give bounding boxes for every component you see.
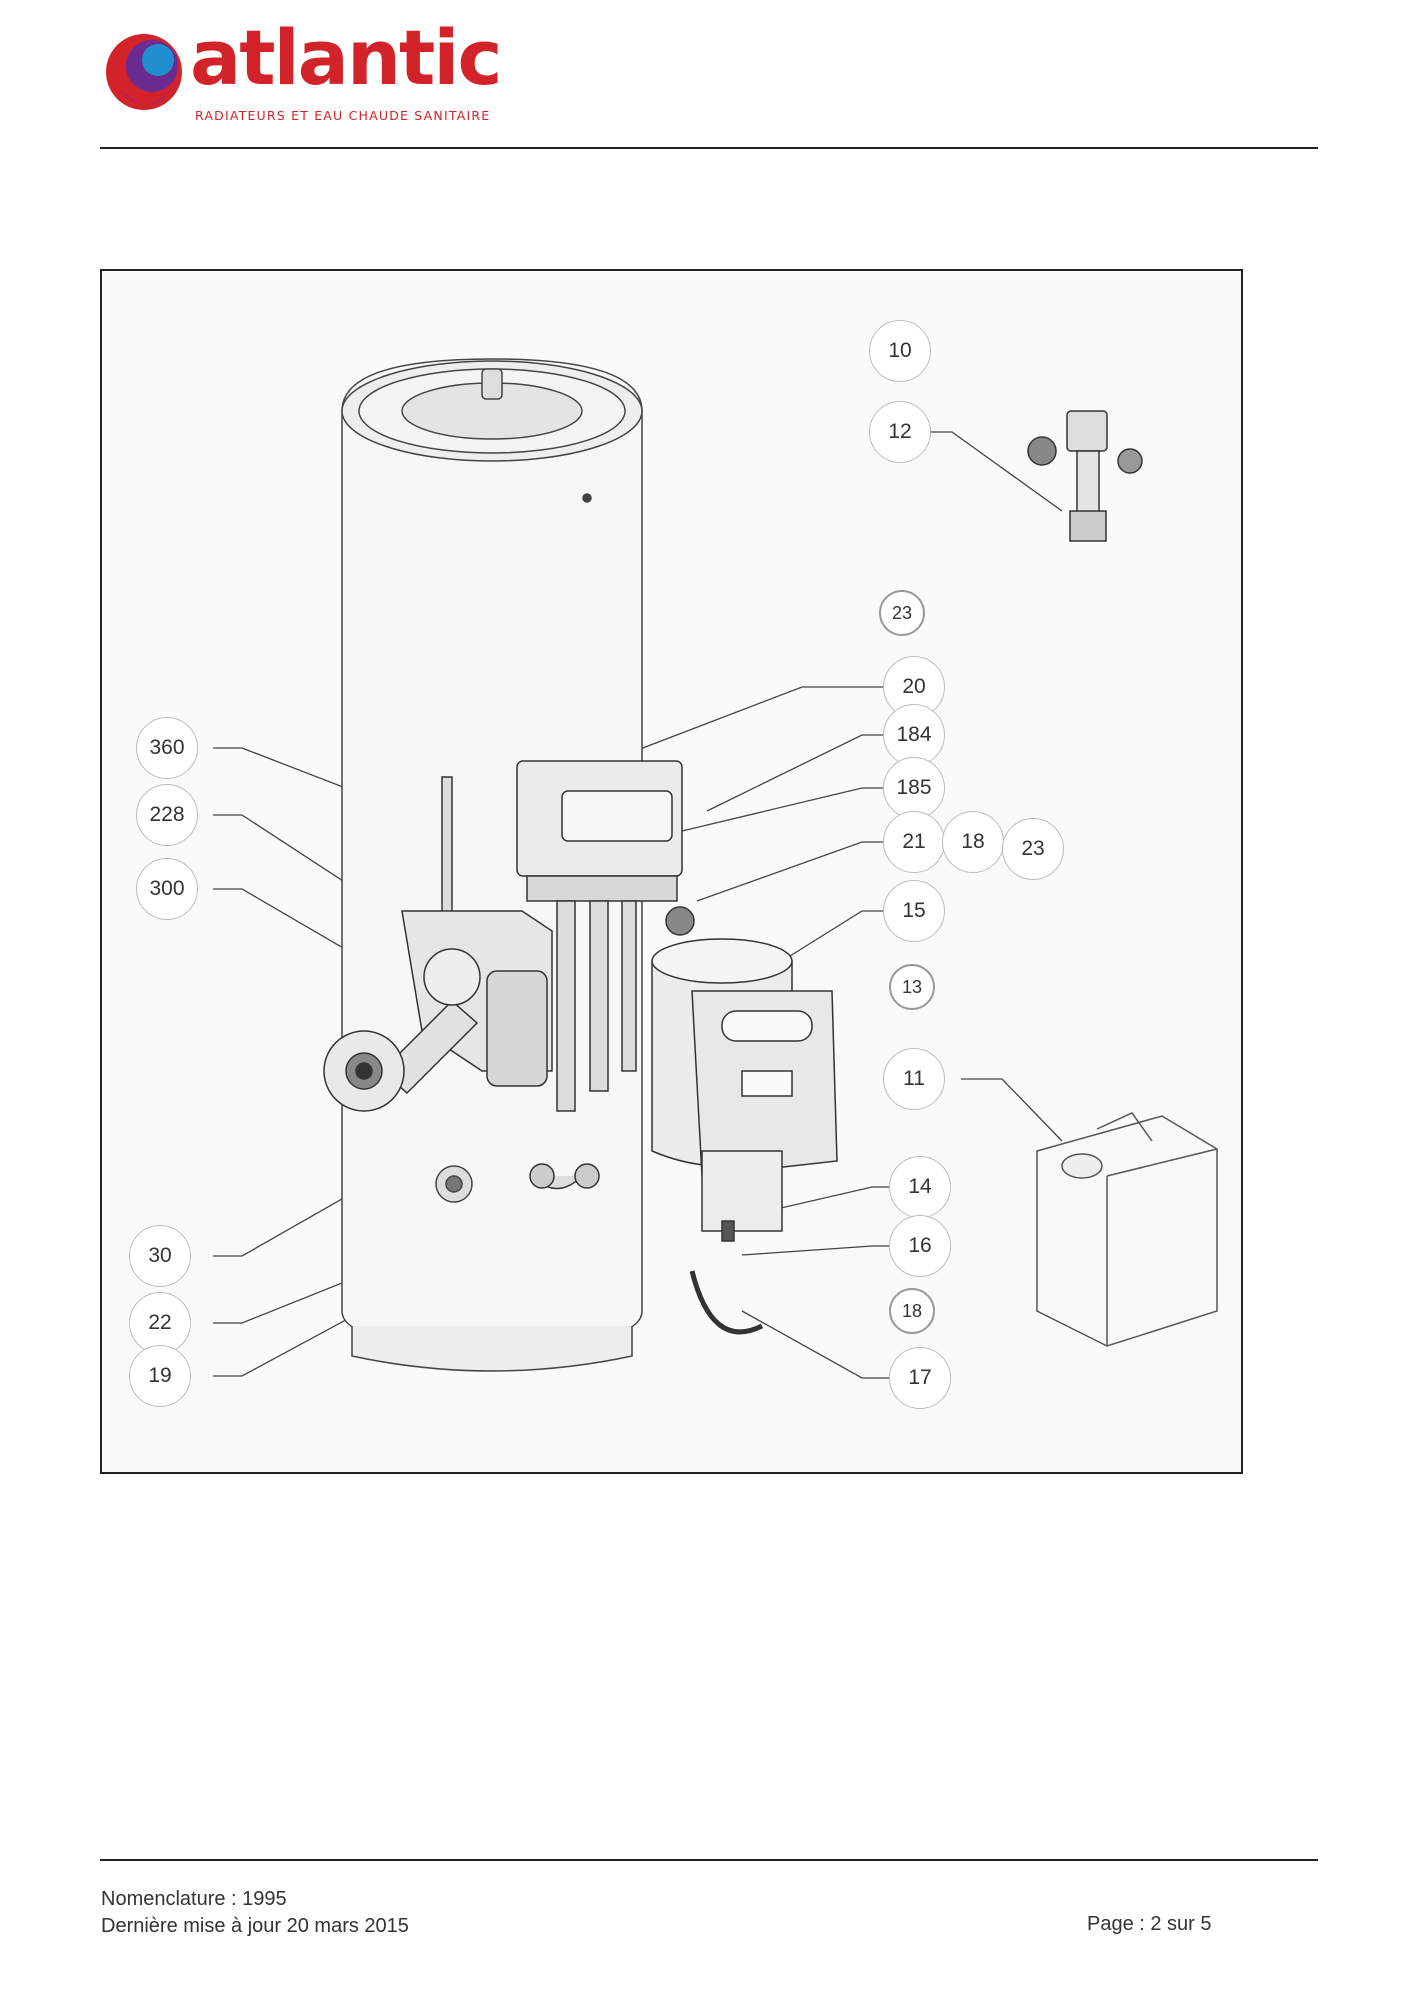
brand-name: atlantic [190, 13, 502, 102]
callout-185: 185 [883, 757, 945, 819]
logo-mark-icon [106, 34, 182, 110]
callout-22: 22 [129, 1292, 191, 1354]
callout-12: 12 [869, 401, 931, 463]
callout-18-upper: 18 [942, 811, 1004, 873]
callout-17: 17 [889, 1347, 951, 1409]
callout-13: 13 [889, 964, 935, 1010]
callout-21: 21 [883, 811, 945, 873]
callout-184: 184 [883, 704, 945, 766]
water-heater-drawing [213, 358, 1218, 1379]
callout-16: 16 [889, 1215, 951, 1277]
page-header: atlantic RADIATEURS ET EAU CHAUDE SANITA… [0, 0, 1410, 150]
last-update-text: Dernière mise à jour 20 mars 2015 [101, 1915, 409, 1937]
callout-14: 14 [889, 1156, 951, 1218]
callout-18-lower: 18 [889, 1288, 935, 1334]
callout-15: 15 [883, 880, 945, 942]
atlantic-logo: atlantic RADIATEURS ET EAU CHAUDE SANITA… [100, 13, 520, 130]
control-assembly [516, 760, 695, 1190]
callout-228: 228 [136, 784, 198, 846]
callout-360: 360 [136, 717, 198, 779]
header-divider [100, 147, 1318, 149]
nomenclature-text: Nomenclature : 1995 [101, 1888, 287, 1910]
callout-300: 300 [136, 858, 198, 920]
footer-info: Nomenclature : 1995 Dernière mise à jour… [101, 1886, 409, 1940]
expansion-vessel [651, 938, 838, 1335]
callout-23-upper: 23 [879, 590, 925, 636]
jerrycan-drawing [1036, 1112, 1218, 1347]
brand-tagline: RADIATEURS ET EAU CHAUDE SANITAIRE [195, 108, 491, 123]
mixing-valve-drawing [1027, 410, 1143, 542]
callout-11: 11 [883, 1048, 945, 1110]
footer-divider [100, 1859, 1318, 1861]
callout-10: 10 [869, 320, 931, 382]
callout-23-side: 23 [1002, 818, 1064, 880]
callout-30: 30 [129, 1225, 191, 1287]
callout-19: 19 [129, 1345, 191, 1407]
page-number: Page : 2 sur 5 [1087, 1913, 1212, 1935]
exploded-view-figure: 10 12 23 20 184 185 21 18 23 15 13 11 14… [100, 269, 1243, 1474]
inlet-assembly [323, 776, 553, 1112]
